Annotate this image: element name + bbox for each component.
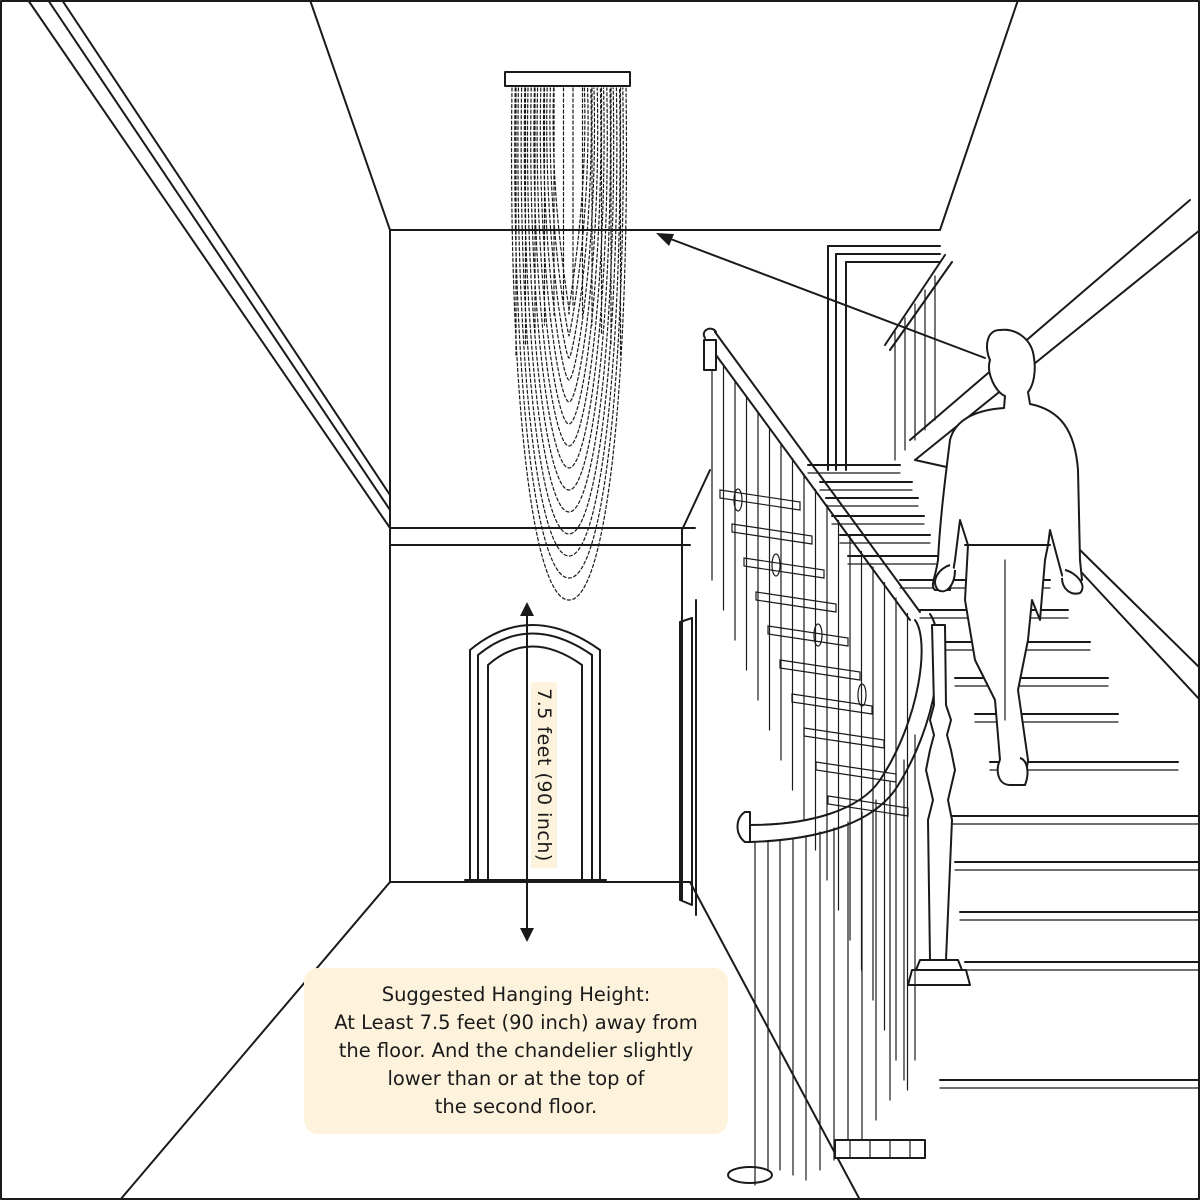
arrow-down-icon [520,928,534,942]
stair-step [831,515,925,525]
arrow-left-icon [656,233,674,246]
stair-step [954,861,1200,871]
stair-ledge [743,557,825,579]
chandelier-strand [549,87,589,337]
chandelier-strand [552,87,586,315]
curved-balusters [727,734,926,1186]
stair-step [964,961,1200,971]
stair-handrail [702,327,971,986]
caption-line: the floor. And the chandelier slightly [338,1039,694,1062]
staircase-steps [719,464,1200,1089]
arched-doorway [464,624,607,881]
baluster-ornament [733,488,743,512]
caption-line: lower than or at the top of [387,1067,645,1090]
chandelier-strand [530,87,608,469]
chandelier-strand [539,87,599,403]
stair-step [939,1079,1200,1089]
stair-step [959,911,1200,921]
chandelier-strand [526,87,612,491]
baluster-ornament [857,683,867,707]
chandelier-strand [514,87,624,579]
stair-ledge [731,523,813,545]
caption-line: the second floor. [434,1095,598,1118]
caption-line: Suggested Hanging Height: [381,983,651,1006]
chandelier-strand [536,87,602,425]
caption-line: At Least 7.5 feet (90 inch) away from [334,1011,698,1034]
height-measurement-text: 7.5 feet (90 inch) [531,682,557,868]
stair-ledge [779,659,861,681]
person-figure-icon [931,328,1084,786]
upper-doorway [827,245,941,471]
baluster-ornament [771,553,781,577]
height-measurement-arrow [520,602,534,942]
arrow-up-icon [520,602,534,616]
chandelier-strand [546,87,592,359]
stair-step [839,534,931,544]
chandelier-icon [504,71,631,601]
chandelier-strand [517,87,621,557]
stair-ledge [719,489,801,511]
room-walls [27,0,1019,1200]
stair-ledge [767,625,849,647]
baluster-ornament [813,623,823,647]
chandelier-strand [523,87,615,513]
hanging-height-caption: Suggested Hanging Height: At Least 7.5 f… [304,968,728,1134]
stair-step [807,464,901,474]
stair-balusters [711,349,909,1091]
chandelier-strand [510,87,628,601]
chandelier-strand [533,87,605,447]
stair-step [819,481,913,491]
chandelier-strand [542,87,596,381]
stair-step [954,677,1109,687]
stair-step [949,815,1200,825]
stair-ledge [755,591,837,613]
upper-railing [884,199,1200,701]
height-pointer-arrow [656,233,986,359]
